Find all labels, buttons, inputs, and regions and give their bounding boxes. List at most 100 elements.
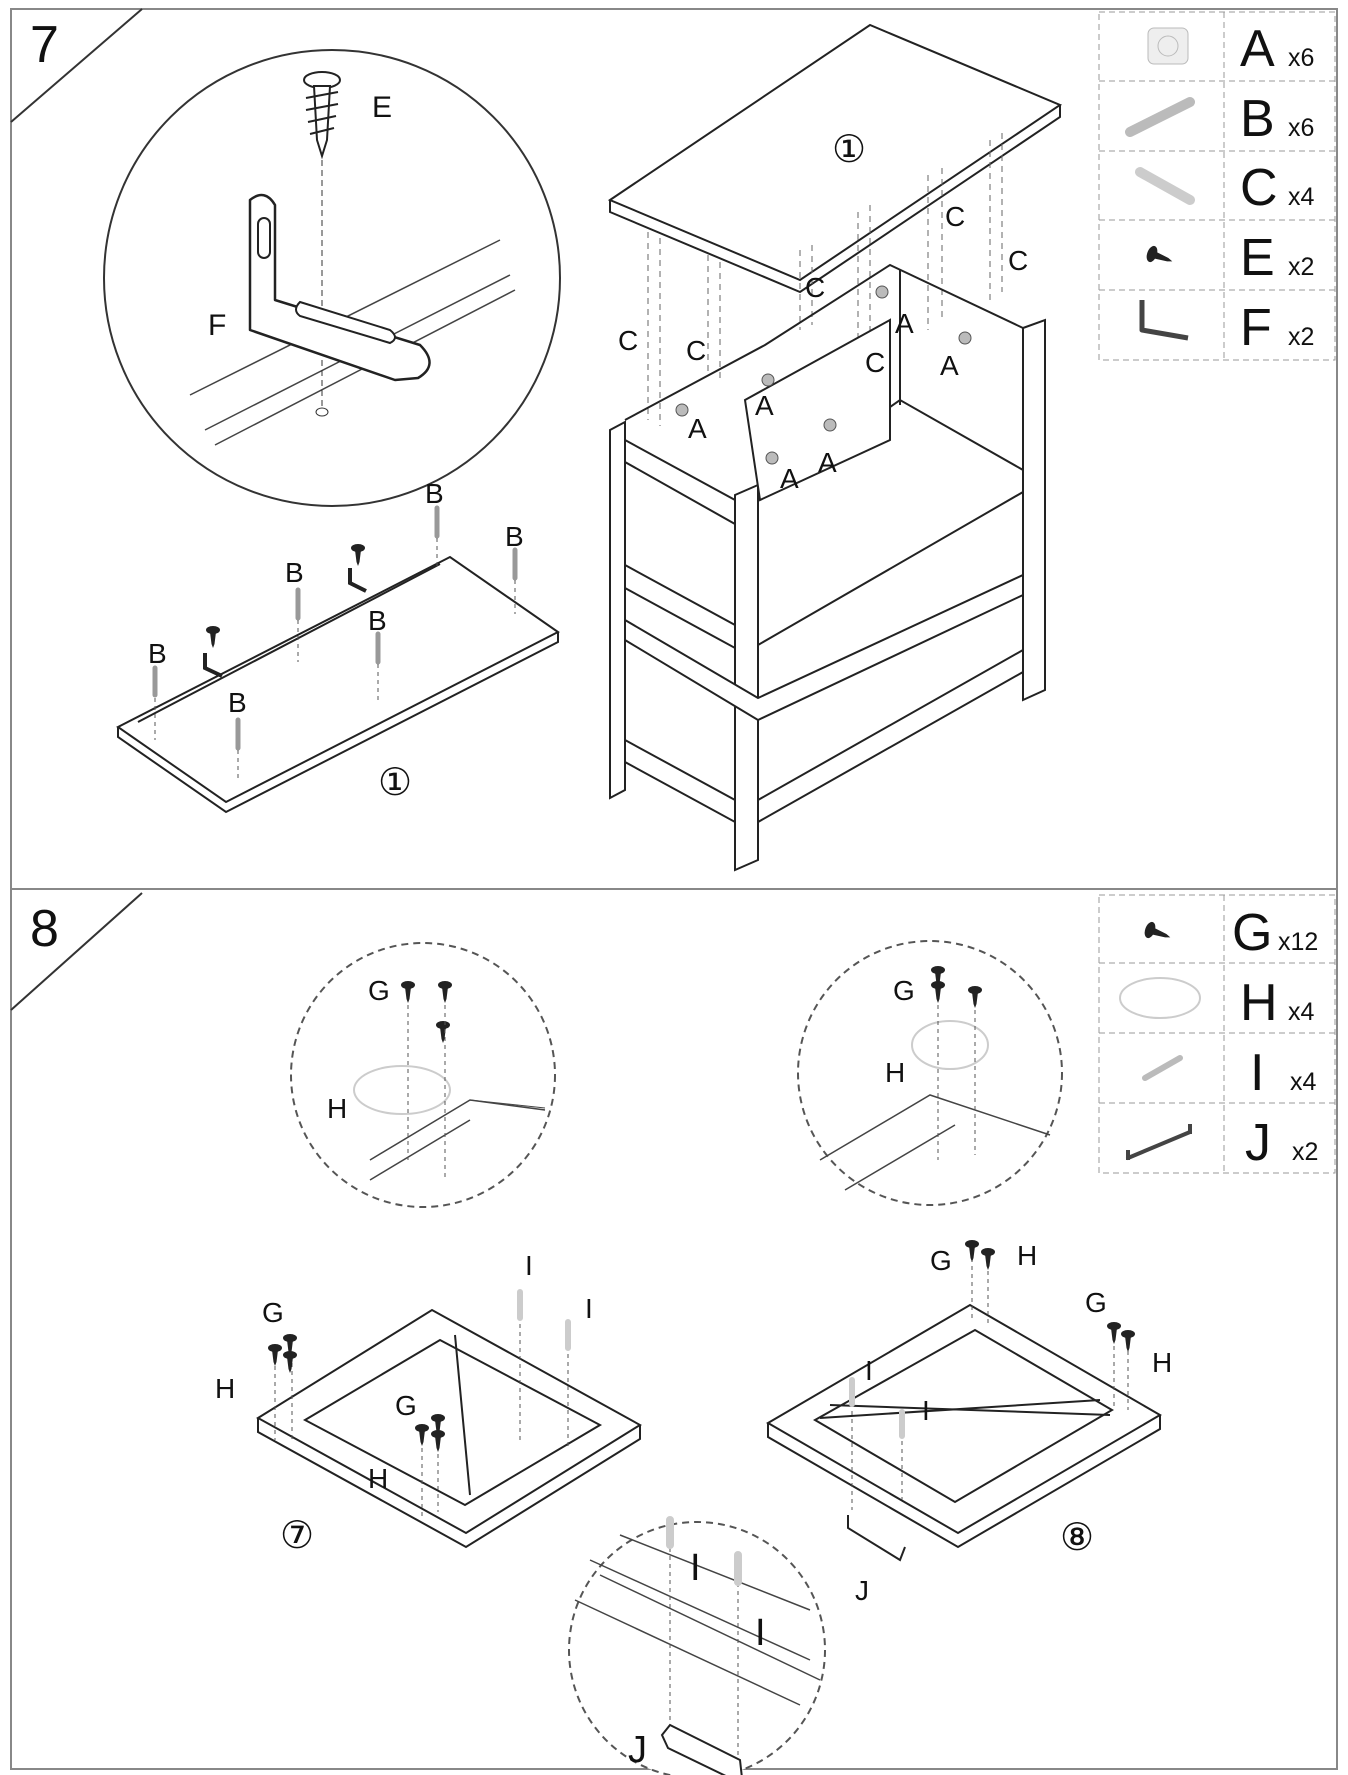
label-i-door8-a: I — [865, 1355, 873, 1386]
svg-text:I: I — [1250, 1044, 1264, 1102]
label-b-4: B — [368, 605, 387, 636]
hardware-item-f: F x2 — [1240, 299, 1314, 357]
door-8-number: ⑧ — [1060, 1517, 1094, 1559]
l-bracket-icon — [1139, 300, 1189, 341]
wood-dowel-icon — [1135, 167, 1195, 205]
cam-bolt-icon — [1125, 97, 1195, 137]
handle-bolt-icon — [1142, 1055, 1183, 1081]
svg-text:G: G — [1232, 904, 1272, 962]
label-c-6: C — [1008, 245, 1028, 276]
label-a-6: A — [940, 350, 959, 381]
handle-icon — [1126, 1124, 1192, 1160]
hinge-icon — [1119, 977, 1201, 1019]
step-7-number: 7 — [30, 16, 59, 74]
cam-bolts — [152, 505, 518, 751]
small-bracket-icon — [203, 544, 367, 678]
handle-j-icon — [660, 1723, 743, 1775]
label-c-2: C — [686, 335, 706, 366]
label-i-door7-b: I — [585, 1293, 593, 1324]
cam-locks — [675, 285, 972, 465]
label-a-4: A — [818, 447, 837, 478]
label-b-3: B — [285, 557, 304, 588]
shelf-labels: C C C C C C A A A A A A — [618, 201, 1028, 494]
label-c-3: C — [805, 272, 825, 303]
svg-text:J: J — [1245, 1114, 1271, 1172]
svg-text:B: B — [1240, 90, 1275, 148]
label-i-door7-a: I — [525, 1250, 533, 1281]
label-a-3: A — [780, 463, 799, 494]
bottom-board-diagram: B B B B B B ① — [116, 478, 560, 814]
hardware-item-e: E x2 — [1240, 229, 1314, 287]
l-bracket-f-icon — [248, 193, 431, 382]
svg-text:A: A — [1240, 20, 1275, 78]
label-g-door8-a: G — [930, 1245, 952, 1276]
hardware-legend-step-8: G x12 H x4 I x4 J x2 — [1098, 894, 1336, 1174]
svg-text:x12: x12 — [1278, 928, 1318, 956]
handle-detail-circle: I I J — [568, 1516, 826, 1775]
label-a-1: A — [688, 413, 707, 444]
hardware-item-c: C x4 — [1240, 159, 1315, 217]
door-8-handle — [847, 1515, 906, 1562]
label-g-right-zoom: G — [893, 975, 915, 1006]
svg-text:x2: x2 — [1292, 1138, 1318, 1166]
label-c-4: C — [865, 347, 885, 378]
svg-text:F: F — [1240, 299, 1272, 357]
door-8-diagram: G H G H I I J ⑧ — [766, 1240, 1172, 1606]
hardware-item-g: G x12 — [1232, 904, 1318, 962]
label-i-zoom-a: I — [690, 1547, 701, 1589]
step-8-panel: 8 G x12 — [10, 888, 1338, 1775]
hinge-detail-circle-left: G H — [290, 942, 556, 1208]
label-c-1: C — [618, 325, 638, 356]
label-h-door8-b: H — [1152, 1347, 1172, 1378]
label-h-door7-b: H — [368, 1463, 388, 1494]
cabinet-frame-diagram — [609, 263, 1046, 872]
label-b-1: B — [148, 638, 167, 669]
top-panel-diagram: ① — [607, 23, 1063, 426]
screw-icon — [1142, 920, 1174, 946]
hardware-item-b: B x6 — [1240, 90, 1314, 148]
svg-text:x4: x4 — [1288, 183, 1315, 211]
label-g-door7-b: G — [395, 1390, 417, 1421]
label-g-left-zoom: G — [368, 975, 390, 1006]
label-g-door7-a: G — [262, 1297, 284, 1328]
hardware-item-i: I x4 — [1250, 1044, 1317, 1102]
step-7-panel: 7 A — [10, 8, 1338, 890]
svg-text:x2: x2 — [1288, 323, 1314, 351]
label-j-door8: J — [855, 1575, 869, 1606]
label-i-door8-b: I — [922, 1395, 930, 1426]
hardware-legend-step-7: A x6 B x6 C x4 E x2 F x2 — [1098, 11, 1336, 361]
board-number: ① — [378, 762, 412, 804]
label-h-door8-a: H — [1017, 1240, 1037, 1271]
label-i-zoom-b: I — [755, 1612, 766, 1654]
screw-icon — [1144, 244, 1176, 270]
screw-e-icon — [303, 71, 341, 160]
hardware-item-j: J x2 — [1245, 1114, 1318, 1172]
label-g-door8-b: G — [1085, 1287, 1107, 1318]
svg-text:x2: x2 — [1288, 253, 1314, 281]
svg-text:x6: x6 — [1288, 114, 1314, 142]
label-b-5: B — [425, 478, 444, 509]
svg-text:E: E — [1240, 229, 1275, 287]
label-a-5: A — [895, 308, 914, 339]
label-h-door7-a: H — [215, 1373, 235, 1404]
svg-text:C: C — [1240, 159, 1278, 217]
label-a-2: A — [755, 390, 774, 421]
label-c-5: C — [945, 201, 965, 232]
label-b-6: B — [505, 521, 524, 552]
step-8-number: 8 — [30, 900, 59, 958]
label-b-2: B — [228, 687, 247, 718]
label-h-left-zoom: H — [327, 1093, 347, 1124]
hardware-item-h: H x4 — [1240, 974, 1315, 1032]
label-j-zoom: J — [628, 1729, 647, 1771]
door-7-diagram: G H G H I I ⑦ — [215, 1250, 642, 1557]
hinge-detail-circle-right: G H — [797, 940, 1063, 1206]
top-panel-number: ① — [832, 129, 866, 171]
cam-lock-icon — [1147, 27, 1189, 65]
label-h-right-zoom: H — [885, 1057, 905, 1088]
bracket-detail-circle: E F — [103, 49, 561, 507]
svg-text:x6: x6 — [1288, 44, 1314, 72]
door-7-number: ⑦ — [280, 1515, 314, 1557]
svg-text:x4: x4 — [1290, 1068, 1317, 1096]
label-e: E — [372, 91, 392, 124]
